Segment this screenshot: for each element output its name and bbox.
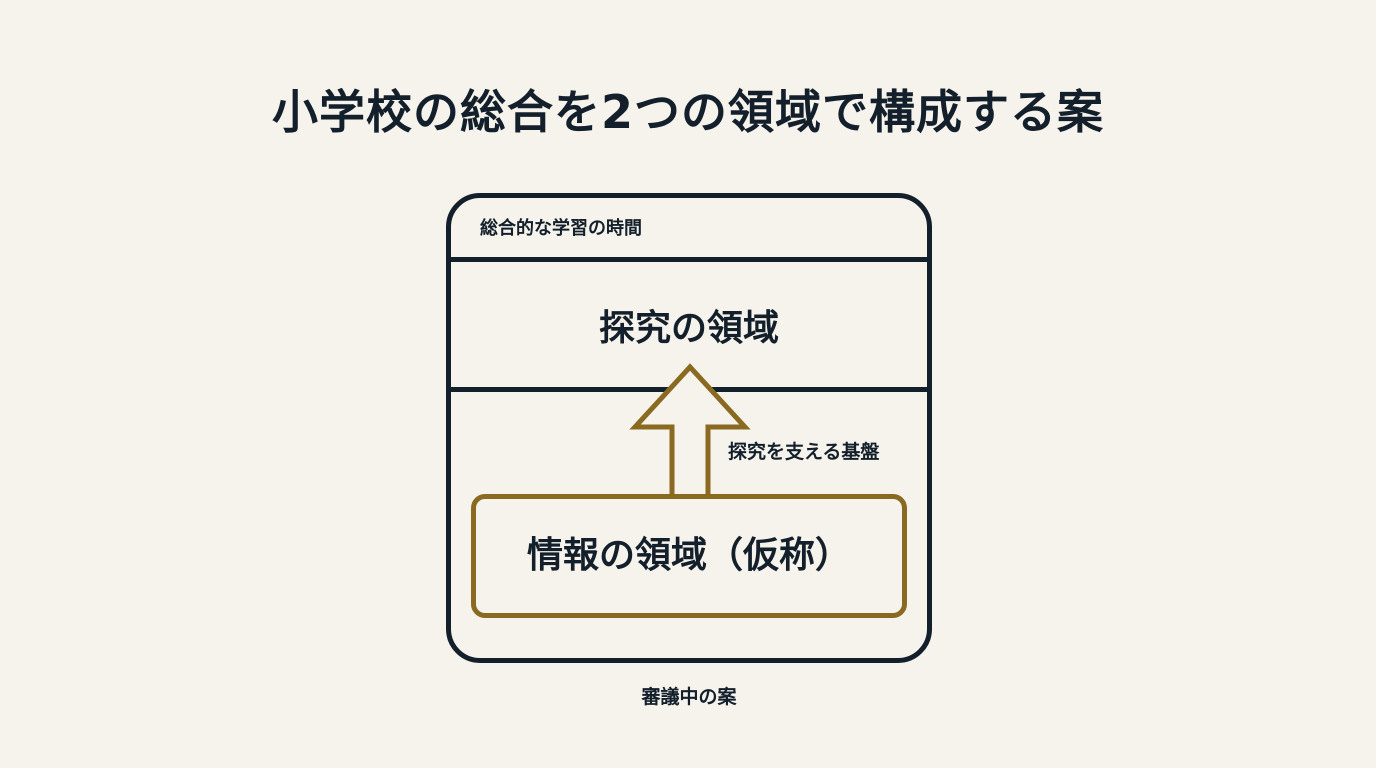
frame-divider-top [446, 257, 932, 262]
information-domain-box [471, 494, 907, 618]
integrated-study-label: 総合的な学習の時間 [480, 218, 642, 239]
up-arrow-icon [629, 363, 751, 503]
integrated-study-frame [446, 193, 932, 663]
diagram-caption: 審議中の案 [641, 686, 737, 708]
page-title: 小学校の総合を2つの領域で構成する案 [271, 85, 1104, 139]
arrow-label: 探究を支える基盤 [728, 441, 880, 463]
information-domain-label: 情報の領域（仮称） [526, 535, 851, 576]
inquiry-domain-label: 探究の領域 [598, 308, 779, 349]
